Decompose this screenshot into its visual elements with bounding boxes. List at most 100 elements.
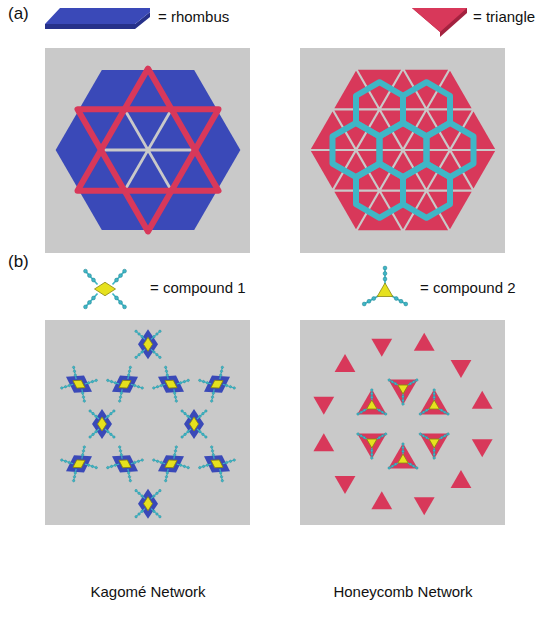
chain-atom (137, 385, 140, 388)
chain-atom (391, 465, 394, 468)
chain-atom (119, 300, 123, 304)
aromatic-core (367, 400, 377, 409)
chain-atom (210, 445, 213, 448)
aromatic-core (98, 417, 107, 431)
chain-atom (92, 278, 96, 282)
alkyl-chain (90, 429, 99, 437)
chain-atom (206, 381, 209, 384)
chain-atom (199, 430, 202, 433)
legend-text: = triangle (473, 8, 535, 26)
chain-atom (165, 475, 168, 478)
chain-atom (156, 333, 159, 336)
compound-2-molecule (387, 366, 425, 405)
chain-atom (402, 450, 405, 453)
chain-atom (137, 460, 140, 463)
chain-atom (187, 430, 190, 433)
chain-atom (115, 296, 119, 300)
chain-atom (198, 466, 201, 469)
chain-atom (387, 378, 390, 381)
chain-atom (82, 395, 85, 398)
aromatic-core (71, 456, 88, 471)
compound-1-molecule (135, 329, 161, 359)
chain-atom (205, 410, 208, 413)
chain-atom (402, 446, 405, 449)
grey-ground (45, 320, 250, 525)
alkyl-chain (113, 294, 125, 307)
rhombus-tile (138, 329, 158, 359)
triangle-tile (388, 443, 417, 469)
legend-text: = compound 2 (420, 279, 516, 297)
chain-atom (127, 471, 130, 474)
chain-atom (221, 479, 224, 482)
rhombus-tile (138, 489, 158, 519)
chain-atom (113, 410, 116, 413)
chain-atom (416, 467, 419, 470)
chain-atom (363, 409, 366, 412)
chain-atom (164, 366, 167, 369)
chain-atom (446, 432, 449, 435)
alkyl-chain (77, 447, 88, 459)
chain-atom (370, 449, 373, 452)
alkyl-chain (376, 434, 386, 440)
chain-atom (140, 386, 143, 389)
chain-atom (95, 415, 98, 418)
compound-2-molecule (419, 389, 449, 416)
alkyl-chain (407, 463, 417, 469)
chain-atom (210, 399, 213, 402)
rhombus-tile (153, 368, 189, 400)
alkyl-chain (376, 409, 386, 415)
chain-atom (115, 278, 119, 282)
chain-atom (107, 415, 110, 418)
caption: Honeycomb Network (333, 583, 472, 601)
chain-atom (173, 453, 176, 456)
chain-atom (138, 353, 141, 356)
chain-atom (141, 335, 144, 338)
triangle-tile (472, 439, 493, 457)
chain-atom (81, 453, 84, 456)
chain-atom (433, 389, 436, 392)
chain-atom (425, 409, 428, 412)
compound-1-molecule (135, 489, 161, 519)
chain-atom (232, 386, 235, 389)
chain-atom (156, 492, 159, 495)
chain-atom (211, 395, 214, 398)
alkyl-chain (207, 447, 218, 459)
chain-atom (60, 386, 63, 389)
chain-atom (92, 412, 95, 415)
rhombus-tile (92, 409, 112, 439)
chain-atom (370, 453, 373, 456)
chain-atom (128, 475, 131, 478)
chain-atom (202, 465, 205, 468)
triangle-icon-side (412, 8, 467, 37)
alkyl-chain (151, 349, 160, 357)
compound-2-molecule (357, 389, 387, 416)
aromatic-core (144, 497, 153, 511)
chain-atom (422, 411, 425, 414)
chain-atom (357, 413, 360, 416)
chain-atom (174, 395, 177, 398)
chain-atom (401, 402, 404, 405)
chain-atom (433, 396, 436, 399)
chain-atom (110, 433, 113, 436)
triangle-tile (357, 389, 386, 415)
chain-atom (64, 385, 67, 388)
chain-atom (94, 466, 97, 469)
alkyl-chain (136, 331, 145, 339)
chain-atom (106, 379, 109, 382)
chain-atom (391, 380, 394, 383)
triangle-tile (357, 421, 394, 459)
chain-atom (362, 302, 366, 306)
chain-atom (114, 381, 117, 384)
chain-atom (110, 465, 113, 468)
chain-atom (186, 379, 189, 382)
chain-atom (433, 392, 436, 395)
triangle-tile (335, 476, 356, 494)
chain-atom (91, 465, 94, 468)
triangle-tile (414, 497, 435, 515)
compound-1-molecule (105, 365, 144, 403)
alkyl-chain (207, 389, 218, 401)
alkyl-chain (69, 469, 80, 481)
chain-atom (232, 458, 235, 461)
chain-atom (432, 449, 435, 452)
alkyl-chain (371, 390, 372, 401)
